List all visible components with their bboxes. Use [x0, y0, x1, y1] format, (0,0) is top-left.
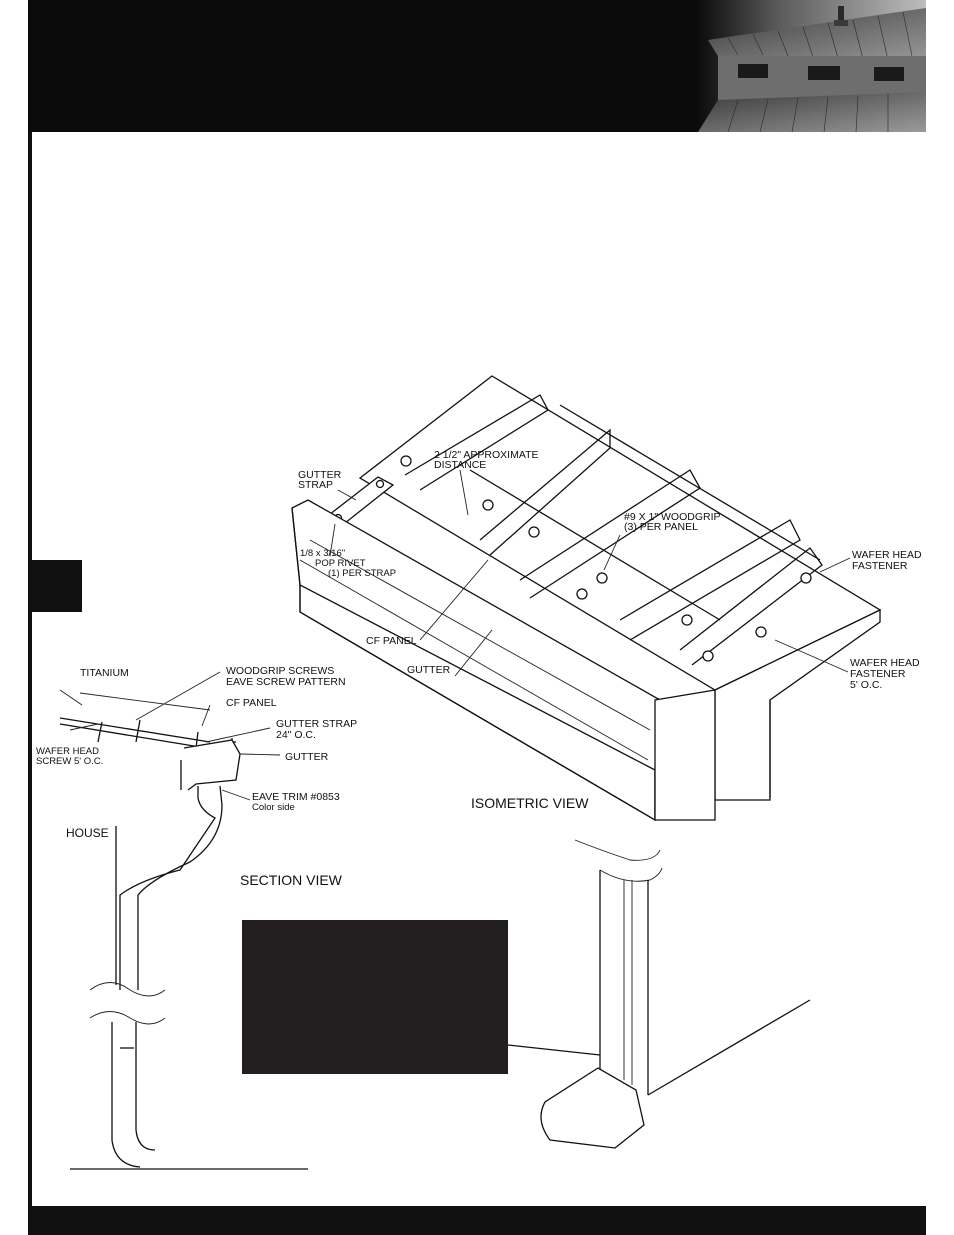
label-woodgrip-2: (3) PER PANEL — [624, 521, 698, 533]
label-rivet-2: POP RIVET — [315, 558, 366, 569]
left-margin-rule — [28, 0, 32, 1235]
header-banner — [28, 0, 926, 132]
wafer-head-fasteners — [702, 572, 812, 662]
downspout-detail — [507, 839, 811, 1149]
label-woodgrip-1: #9 X 1" WOODGRIP — [624, 511, 721, 523]
label-wafer-screw-1: WAFER HEAD — [36, 746, 99, 757]
isometric-drawing — [291, 375, 882, 822]
label-house: HOUSE — [66, 826, 109, 840]
section-gutter — [183, 739, 241, 791]
label-rivet-1: 1/8 x 3/16" — [300, 548, 345, 559]
downspout — [119, 786, 216, 990]
iso-labels: GUTTER STRAP 2 1/2" APPROXIMATE DISTANCE… — [298, 449, 922, 811]
section-leaders — [59, 671, 281, 801]
label-eave-trim-1: EAVE TRIM #0853 — [252, 791, 340, 803]
label-wafer-a-1: WAFER HEAD — [852, 549, 922, 561]
section-labels: TITANIUM WOODGRIP SCREWS EAVE SCREW PATT… — [36, 665, 357, 888]
label-woodgrip-screws-2: EAVE SCREW PATTERN — [226, 676, 346, 688]
label-gutter-strap-s1: GUTTER STRAP — [276, 718, 357, 730]
panel-ribs — [404, 394, 823, 666]
label-distance-1: 2 1/2" APPROXIMATE — [434, 449, 539, 461]
label-wafer-b-3: 5' O.C. — [850, 679, 882, 691]
iso-leaders — [329, 469, 851, 677]
footer-bar — [28, 1206, 926, 1235]
label-section-cf-panel: CF PANEL — [226, 697, 277, 709]
section-tab — [28, 560, 82, 612]
label-eave-trim-2: Color side — [252, 802, 295, 813]
note-box — [242, 920, 508, 1074]
label-section-gutter: GUTTER — [285, 751, 329, 763]
section-drawing — [59, 671, 308, 1170]
label-woodgrip-screws-1: WOODGRIP SCREWS — [226, 665, 334, 677]
label-wafer-screw-2: SCREW 5' O.C. — [36, 756, 103, 767]
label-cf-panel: CF PANEL — [366, 635, 417, 647]
label-wafer-b-2: FASTENER — [850, 668, 906, 680]
label-titanium: TITANIUM — [80, 667, 129, 679]
downspout-elbow — [540, 1067, 645, 1149]
isometric-view-title: ISOMETRIC VIEW — [471, 795, 589, 811]
label-wafer-b-1: WAFER HEAD — [850, 657, 920, 669]
label-wafer-a-2: FASTENER — [852, 560, 908, 572]
label-gutter-strap-2: STRAP — [298, 479, 333, 491]
label-rivet-3: (1) PER STRAP — [328, 568, 396, 579]
label-gutter-strap-s2: 24" O.C. — [276, 729, 316, 741]
label-gutter: GUTTER — [407, 664, 451, 676]
barn-roof-photo — [698, 0, 926, 132]
label-gutter-strap-1: GUTTER — [298, 469, 342, 481]
label-distance-2: DISTANCE — [434, 459, 486, 471]
section-view-title: SECTION VIEW — [240, 872, 343, 888]
